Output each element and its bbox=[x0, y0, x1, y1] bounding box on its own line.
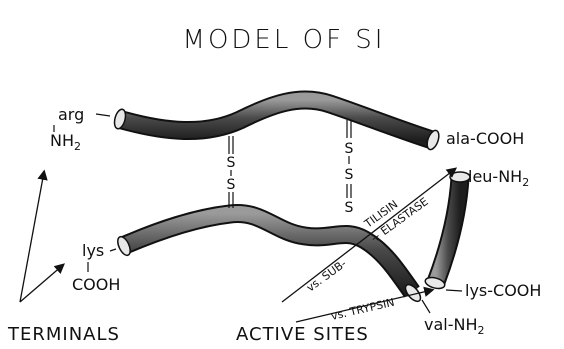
terminals-arrows bbox=[20, 172, 63, 302]
val-nh2-label: val-NH2 bbox=[424, 315, 485, 337]
leu-nh2-label: leu-NH2 bbox=[468, 167, 529, 189]
nh2-left-label: NH2 bbox=[50, 131, 81, 153]
sulfur-label: S bbox=[345, 167, 354, 183]
disulfide-bridge-right: S S S bbox=[345, 120, 354, 216]
cooh-left-label: COOH bbox=[72, 275, 120, 294]
page-title: MODEL OF SI bbox=[183, 25, 386, 55]
sulfur-label: S bbox=[345, 141, 354, 157]
sulfur-label: S bbox=[227, 155, 236, 171]
trypsin-label: vs. TRYPSIN bbox=[330, 296, 396, 323]
sulfur-label: S bbox=[227, 177, 236, 193]
terminals-caption: TERMINALS bbox=[7, 324, 120, 345]
active-sites-caption: ACTIVE SITES bbox=[236, 324, 369, 345]
disulfide-bridge-left: S S bbox=[227, 136, 236, 208]
sulfur-label: S bbox=[345, 200, 354, 216]
upper-chain-tube bbox=[113, 100, 442, 151]
lys-left-label: lys bbox=[82, 241, 104, 260]
arg-label: arg bbox=[58, 105, 84, 124]
ala-cooh-label: ala-COOH bbox=[446, 129, 524, 148]
lys-cooh-label: lys-COOH bbox=[465, 281, 541, 300]
subtilisin-label-part1: vs. SUB- bbox=[304, 257, 349, 294]
right-chain-tube bbox=[424, 172, 470, 290]
lower-chain-tube bbox=[115, 214, 423, 304]
